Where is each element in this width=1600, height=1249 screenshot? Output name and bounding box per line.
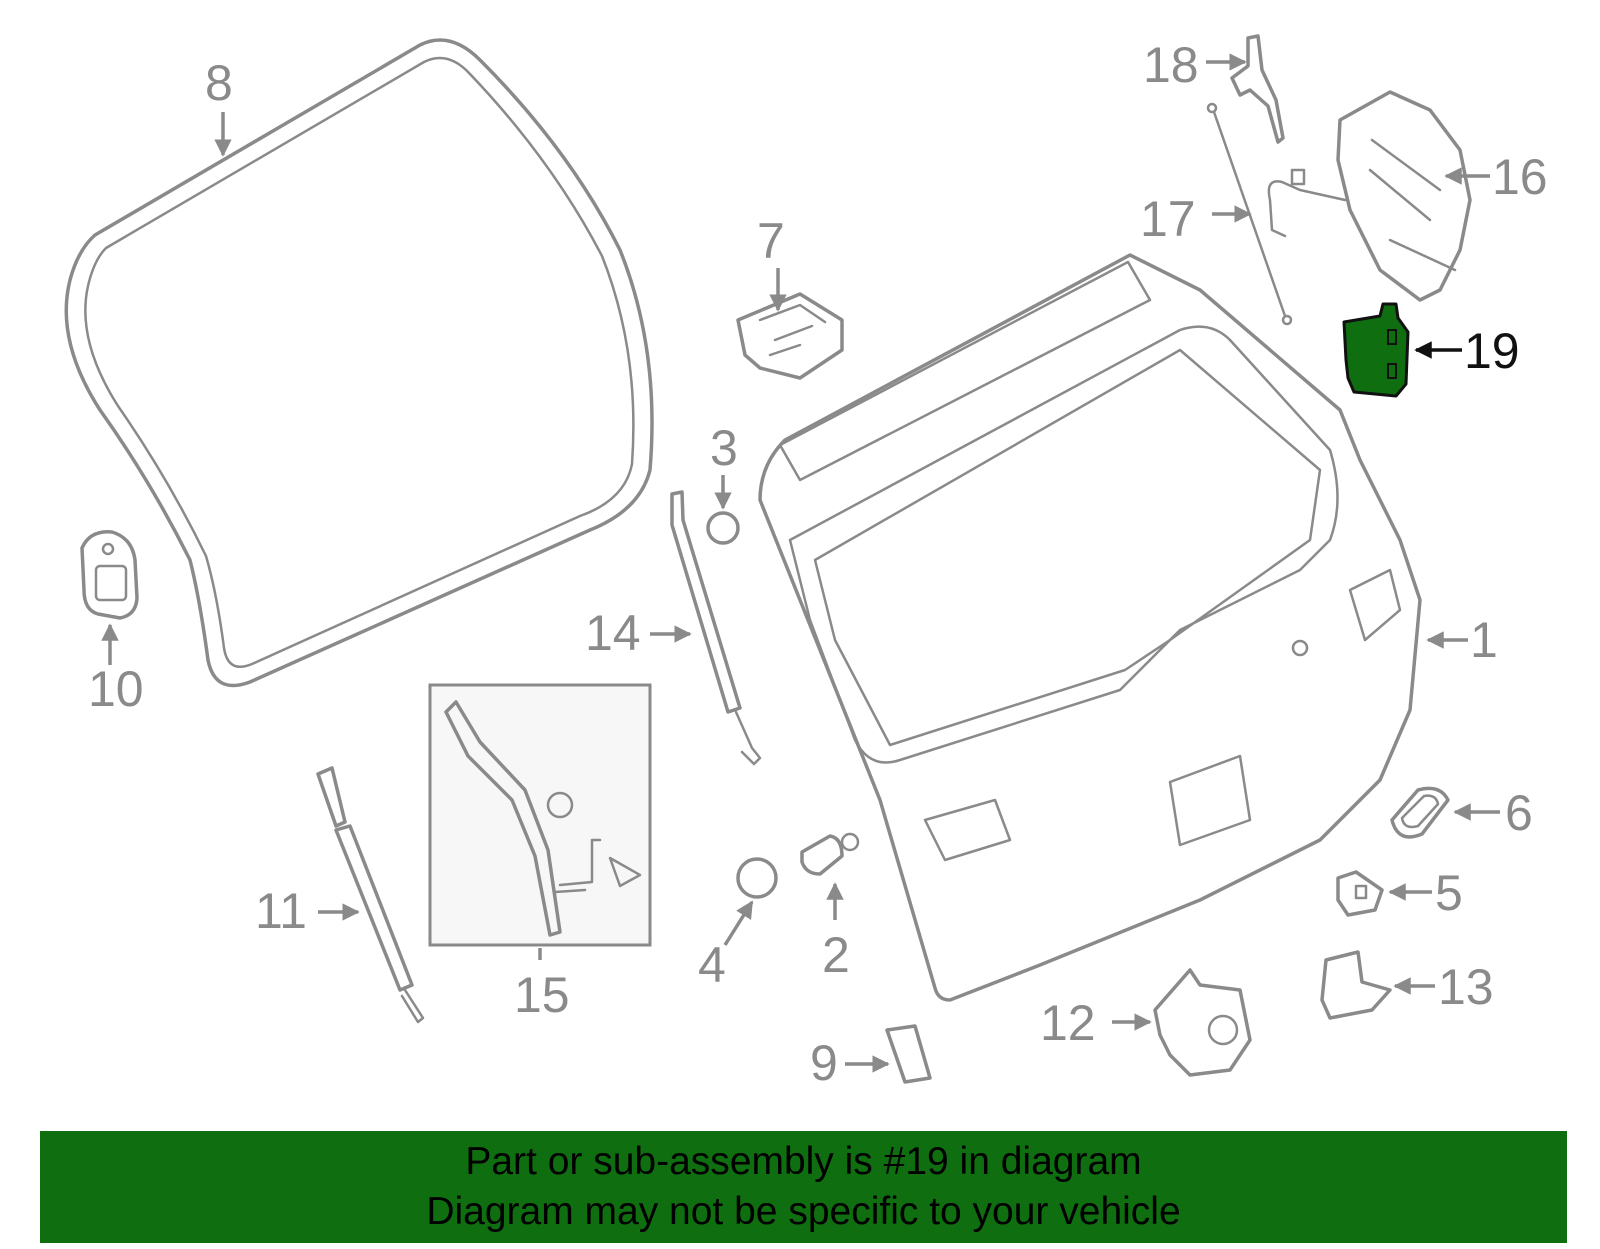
callout-15-label: 15 <box>514 967 570 1023</box>
callout-7-label: 7 <box>757 213 785 269</box>
callout-16-label: 16 <box>1492 149 1548 205</box>
callout-19: 19 <box>1414 323 1520 379</box>
callout-9: 9 <box>810 1035 890 1091</box>
callout-10-label: 10 <box>88 661 144 717</box>
part-10-bumper <box>80 530 139 620</box>
callout-10: 10 <box>88 623 144 717</box>
callout-3-label: 3 <box>710 420 738 476</box>
callout-1-label: 1 <box>1470 612 1498 668</box>
part-16-actuator <box>1267 90 1472 302</box>
part-13-hinge <box>1320 950 1392 1020</box>
callout-8: 8 <box>205 55 233 157</box>
part-6-lamp <box>1390 786 1450 839</box>
part-4-plug <box>736 857 778 899</box>
callout-2: 2 <box>822 882 850 983</box>
callout-13: 13 <box>1393 959 1494 1015</box>
part-15-molding <box>428 683 652 947</box>
callout-5-label: 5 <box>1435 865 1463 921</box>
callout-4-label: 4 <box>698 937 726 993</box>
parts-diagram: 8 10 7 3 4 14 <box>64 34 1548 1091</box>
part-2-stop <box>800 832 860 876</box>
banner-line-2: Diagram may not be specific to your vehi… <box>426 1190 1181 1233</box>
callout-3: 3 <box>710 420 738 510</box>
part-9-bracket <box>885 1024 932 1084</box>
callout-12-label: 12 <box>1040 995 1096 1051</box>
callout-14-label: 14 <box>585 605 641 661</box>
callout-6-label: 6 <box>1505 785 1533 841</box>
banner-line-1: Part or sub-assembly is #19 in diagram <box>465 1140 1142 1183</box>
part-11-strut <box>316 766 425 1024</box>
info-banner: Part or sub-assembly is #19 in diagram D… <box>40 1131 1567 1243</box>
callout-5: 5 <box>1388 865 1463 921</box>
callout-14: 14 <box>585 605 692 661</box>
callout-18-label: 18 <box>1143 37 1199 93</box>
callout-11-label: 11 <box>255 883 307 939</box>
part-12-latch <box>1153 968 1252 1077</box>
callout-13-label: 13 <box>1438 959 1494 1015</box>
callout-7: 7 <box>757 213 787 312</box>
callout-17: 17 <box>1140 191 1252 247</box>
callout-6: 6 <box>1453 785 1533 841</box>
callout-8-label: 8 <box>205 55 233 111</box>
callout-4: 4 <box>698 900 754 993</box>
callout-19-label: 19 <box>1464 323 1520 379</box>
part-14-trim <box>670 490 762 766</box>
part-1-liftgate <box>758 253 1422 1002</box>
part-18-link <box>1230 34 1285 144</box>
callout-16: 16 <box>1444 149 1548 205</box>
callout-1: 1 <box>1426 612 1498 668</box>
part-19-module-highlighted[interactable] <box>1342 302 1410 398</box>
part-7-striker <box>736 292 844 380</box>
part-3-plug <box>706 511 740 545</box>
callout-17-label: 17 <box>1140 191 1196 247</box>
callout-15: 15 <box>514 948 570 1023</box>
callout-18: 18 <box>1143 37 1247 93</box>
callout-12: 12 <box>1040 995 1152 1051</box>
part-5-clip <box>1336 870 1384 917</box>
part-8-weatherstrip <box>64 38 654 688</box>
callout-11: 11 <box>255 883 360 939</box>
callout-2-label: 2 <box>822 927 850 983</box>
callout-9-label: 9 <box>810 1035 838 1091</box>
